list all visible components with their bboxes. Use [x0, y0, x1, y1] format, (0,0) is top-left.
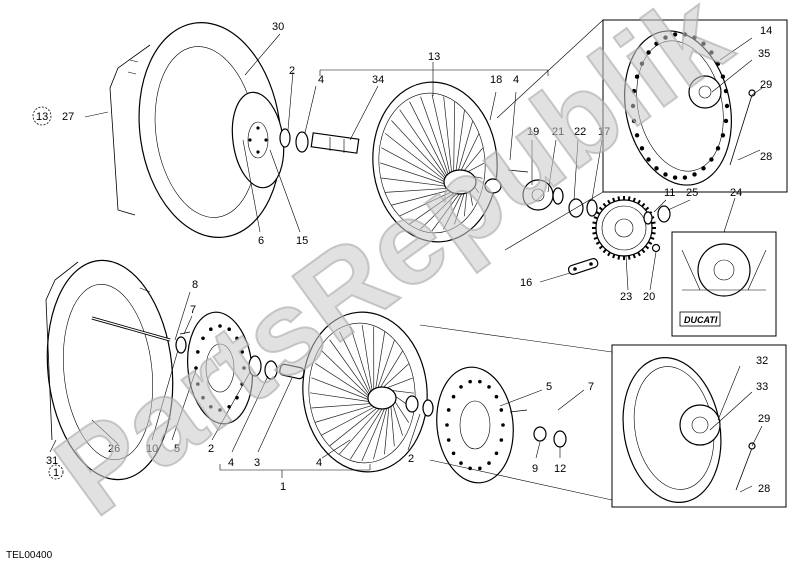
callout-label: 28: [758, 483, 770, 495]
inset-top-right: [602, 19, 788, 193]
callout-label: 28: [760, 151, 772, 163]
callout-label: 18: [490, 74, 502, 86]
callout-label: 34: [372, 74, 384, 86]
callout-label: 3: [254, 457, 260, 469]
callout-label: 24: [730, 187, 742, 199]
callout-label: 14: [760, 25, 772, 37]
rear-spacer-parts: [279, 128, 360, 154]
callout-label: 33: [756, 381, 768, 393]
callout-label: 20: [643, 291, 655, 303]
leader-lines: [49, 19, 763, 501]
callout-label: 4: [228, 457, 234, 469]
front-spoked-wheel: [302, 311, 434, 473]
callout-label: 27: [62, 111, 74, 123]
callout-label: 25: [686, 187, 698, 199]
callout-label: 32: [756, 355, 768, 367]
callout-label: 7: [588, 381, 594, 393]
inset-bottom-right: [611, 344, 787, 508]
callout-label: 13: [428, 51, 440, 63]
callout-label: 23: [620, 291, 632, 303]
brand-label: DUCATI: [684, 315, 718, 325]
callout-label: 2: [208, 443, 214, 455]
callout-marker-circle: [32, 106, 52, 126]
callout-label: 13: [36, 111, 48, 123]
callout-label: 2: [289, 65, 295, 77]
callout-label: 16: [520, 277, 532, 289]
rear-brake-disc: [231, 91, 285, 189]
chain-link: [567, 258, 599, 275]
front-disc-left: [187, 311, 253, 425]
callout-label: 17: [598, 126, 610, 138]
diagram-code: TEL00400: [6, 550, 53, 561]
callouts: 30 13 2 4 34 18 4 14 35 29 28 19 21 22 1…: [36, 21, 772, 495]
callout-label: 5: [546, 381, 552, 393]
front-axle: [91, 316, 191, 354]
front-tire: [45, 259, 174, 481]
callout-label: 10: [146, 443, 158, 455]
front-disc-right: [436, 366, 567, 484]
callout-label: 31: [46, 455, 58, 467]
callout-label: 15: [296, 235, 308, 247]
callout-label: 21: [552, 126, 564, 138]
front-spacer-parts: [248, 355, 305, 380]
callout-label: 22: [574, 126, 586, 138]
callout-label: 11: [664, 187, 675, 199]
rear-sprocket: [592, 196, 671, 260]
callout-label: 4: [513, 74, 519, 86]
callout-label: 6: [258, 235, 264, 247]
callout-label: 9: [532, 463, 538, 475]
callout-label: 5: [174, 443, 180, 455]
callout-label: 29: [760, 79, 772, 91]
callout-label: 19: [527, 126, 539, 138]
callout-marker-circle: [48, 464, 64, 480]
callout-label: 26: [108, 443, 120, 455]
callout-label: 2: [408, 453, 414, 465]
callout-label: 8: [192, 279, 198, 291]
callout-label: 4: [316, 457, 322, 469]
callout-label: 30: [272, 21, 284, 33]
sprocket-carrier-parts: [507, 169, 598, 218]
callout-label: 35: [758, 48, 770, 60]
callout-label: 1: [280, 481, 286, 493]
callout-label: 29: [758, 413, 770, 425]
rear-spoked-wheel: [372, 81, 502, 243]
inset-ducati-panel: DUCATI: [671, 231, 777, 337]
callout-label: 12: [554, 463, 566, 475]
callout-label: 4: [318, 74, 324, 86]
callout-label: 7: [190, 304, 196, 316]
callout-label: 1: [53, 467, 59, 479]
